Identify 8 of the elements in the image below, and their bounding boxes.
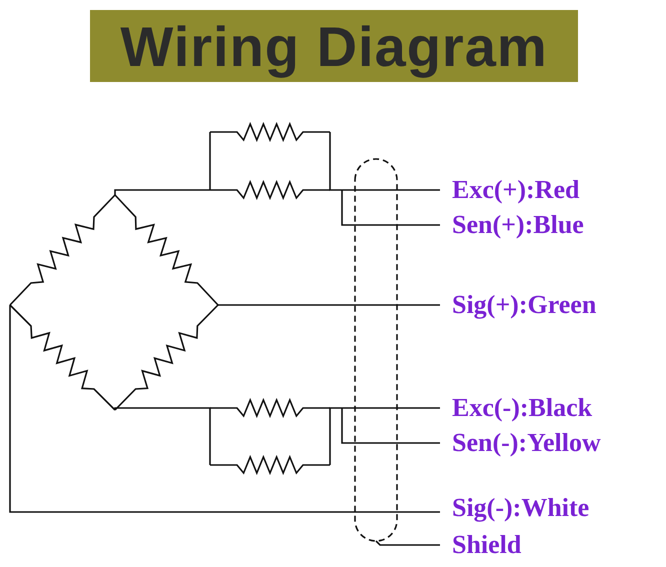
title-banner: Wiring Diagram (90, 10, 578, 82)
wire-label: Sig(-):White (452, 493, 590, 523)
wire-label: Sen(+):Blue (452, 210, 584, 240)
wire-label: Shield (452, 530, 522, 560)
wire-label: Exc(+):Red (452, 175, 580, 205)
wire-label: Sig(+):Green (452, 290, 596, 320)
wire-label: Exc(-):Black (452, 393, 592, 423)
wire-label: Sen(-):Yellow (452, 428, 601, 458)
